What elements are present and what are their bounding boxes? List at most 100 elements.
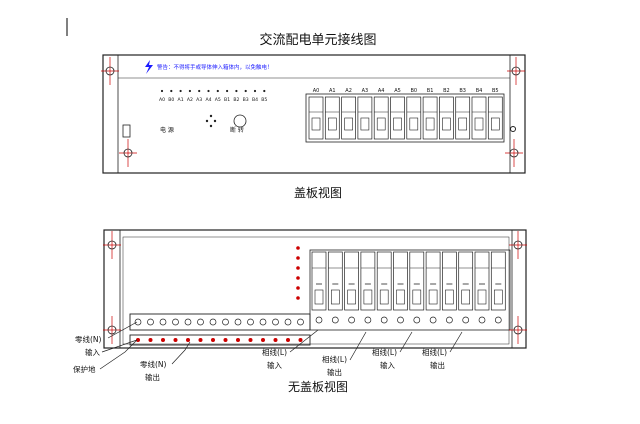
breaker-label: A4 [378, 88, 385, 94]
open-breaker-toggle [314, 289, 324, 305]
panel-lock [122, 124, 131, 138]
strip-hole [296, 246, 300, 250]
neutral-in-sub: 输入 [85, 347, 100, 357]
phase-out-a-sub: 输出 [327, 367, 342, 377]
terminal-screw [413, 316, 421, 324]
strip-hole [296, 266, 300, 270]
bus-terminal-red [223, 338, 228, 342]
bus-terminal-red [236, 338, 240, 342]
open-breaker [442, 251, 457, 311]
bus-terminal-red [273, 338, 278, 342]
indicator-led [235, 89, 238, 93]
bus-terminal-red [136, 338, 140, 342]
mount-hole [107, 325, 117, 335]
open-breaker-toggle [461, 289, 471, 305]
mount-hole [513, 240, 523, 250]
breaker-label: B5 [492, 88, 499, 94]
led-cluster [205, 114, 217, 128]
indicator-led [160, 89, 164, 93]
open-breaker-toggle [330, 289, 340, 305]
indicator-label: A3 [196, 97, 202, 103]
strip-hole [296, 296, 300, 300]
strip-hole [296, 286, 300, 290]
phase-in-a-label: 相线(L) [262, 347, 287, 357]
mount-hole [509, 148, 519, 158]
open-breaker [360, 251, 376, 311]
breaker-toggle [376, 117, 386, 131]
open-breaker [409, 251, 425, 311]
switch-label: 断 转 [230, 126, 244, 134]
mount-hole [107, 240, 117, 250]
breaker-toggle [442, 117, 451, 131]
indicator-led [216, 89, 219, 93]
bus-screw [159, 318, 167, 326]
mount-hole [105, 66, 115, 76]
phase-out-b-sub: 输出 [430, 360, 445, 370]
indicator-led [226, 89, 229, 93]
indicator-led [253, 89, 257, 93]
breaker-toggle [311, 117, 321, 131]
breaker-label: A1 [329, 88, 336, 94]
indicator-label: A0 [159, 97, 165, 103]
panel-screw [510, 126, 516, 132]
bus-terminal-red [148, 338, 153, 342]
breaker-label: B4 [476, 88, 483, 94]
open-breaker-toggle [396, 289, 405, 305]
indicator-led [207, 89, 210, 93]
bus-screw [284, 318, 292, 326]
bus-screw [234, 318, 242, 326]
terminal-screw [380, 316, 388, 324]
breaker [487, 96, 503, 140]
switch-knob [233, 114, 247, 128]
open-breaker-block [309, 249, 511, 331]
terminal-screw [348, 316, 355, 324]
breaker-toggle [490, 117, 500, 131]
bus-terminal-red [286, 338, 290, 342]
bus-screw [209, 318, 217, 326]
indicator-led [188, 89, 191, 93]
strip-hole [296, 256, 300, 260]
open-breaker [344, 251, 359, 311]
bottom-mount-holes [103, 231, 527, 344]
breaker [422, 96, 438, 140]
open-breaker [327, 251, 343, 311]
breaker [324, 96, 340, 140]
breaker-label: B2 [443, 88, 450, 94]
breaker [373, 96, 389, 140]
bus-terminal-red [161, 338, 165, 342]
indicator-label: B4 [252, 97, 258, 103]
bus-screw [197, 318, 204, 326]
breaker-label: B3 [459, 88, 466, 94]
warning-bolt-icon [145, 60, 153, 74]
bus-screw [222, 318, 229, 326]
breaker-label: B0 [410, 88, 417, 94]
breaker [471, 96, 487, 140]
breaker-toggle [393, 117, 402, 131]
cover-caption: 盖板视图 [294, 185, 342, 200]
neutral-bus-bar [129, 313, 311, 331]
open-breaker [311, 251, 327, 311]
indicator-label: A1 [178, 97, 184, 103]
bus-screw [297, 318, 304, 326]
indicator-led [170, 89, 173, 93]
strip-hole [296, 276, 300, 280]
bus-screw [259, 318, 267, 326]
bus-terminal-red [198, 338, 203, 342]
phase-out-a-label: 相线(L) [322, 354, 347, 364]
indicator-label: B2 [233, 97, 239, 103]
mount-hole [513, 325, 523, 335]
open-caption: 无盖板视图 [288, 379, 348, 394]
breaker-label: A2 [345, 88, 352, 94]
terminal-screw [331, 316, 339, 324]
ground-label: 保护地 [73, 364, 96, 374]
bus-terminals [134, 318, 304, 342]
indicator-label: B0 [168, 97, 174, 103]
open-breaker [376, 251, 392, 311]
breaker-label: A3 [362, 88, 369, 94]
breaker-label: A0 [313, 88, 320, 94]
bus-terminal-red [173, 338, 178, 342]
bus-terminal-red [211, 338, 215, 342]
breaker [308, 96, 324, 140]
